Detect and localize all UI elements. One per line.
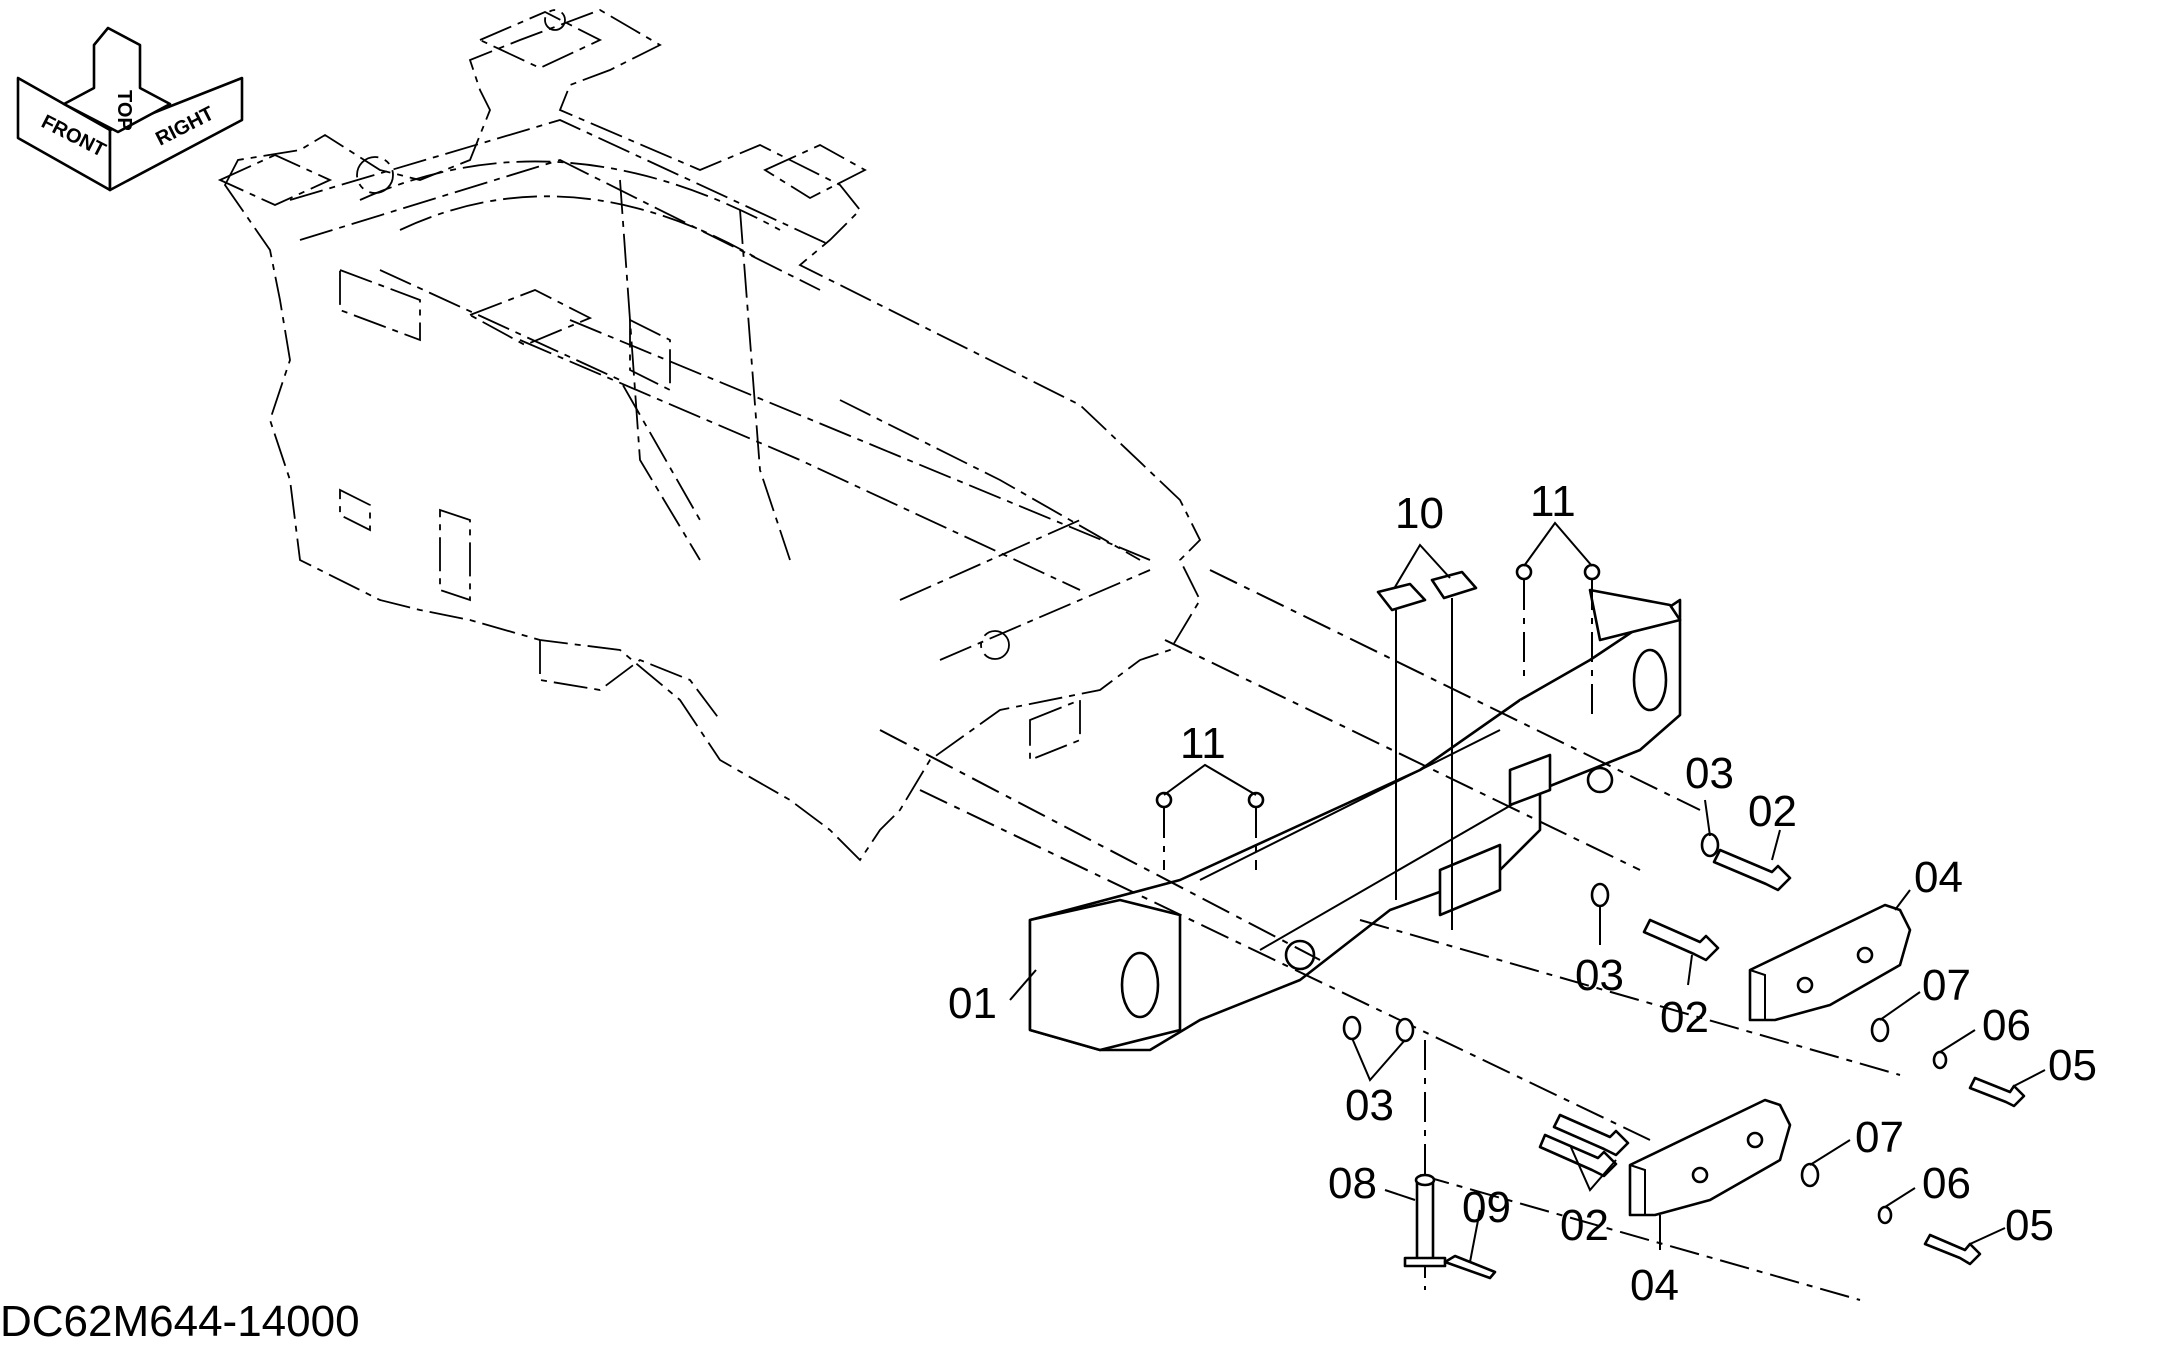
part-11-fittings — [1155, 563, 1601, 870]
callout-02: 02 — [1748, 787, 1797, 836]
drawing-number: DC62M644-14000 — [0, 1297, 360, 1345]
callout-03: 03 — [1575, 951, 1624, 1000]
part-04-weights — [1628, 903, 1912, 1217]
orientation-marker: TOP FRONT RIGHT — [16, 26, 244, 192]
callout-03: 03 — [1685, 749, 1734, 798]
callout-11: 11 — [1530, 477, 1576, 526]
part-10-plugs — [1376, 570, 1478, 930]
fasteners — [1342, 832, 2026, 1266]
callout-04: 04 — [1914, 853, 1963, 902]
leader-lines — [1009, 521, 2046, 1263]
callout-10: 10 — [1395, 489, 1444, 538]
main-frame — [217, 9, 1202, 862]
callout-03: 03 — [1345, 1081, 1394, 1130]
callout-02: 02 — [1660, 993, 1709, 1042]
callout-06: 06 — [1922, 1159, 1971, 1208]
callout-07: 07 — [1855, 1113, 1904, 1162]
orientation-top-label: TOP — [113, 90, 135, 131]
callout-06: 06 — [1982, 1001, 2031, 1050]
callout-01: 01 — [948, 979, 997, 1028]
part-08-pin-09-clip — [1403, 1173, 1497, 1280]
callout-05: 05 — [2048, 1041, 2097, 1090]
callout-07: 07 — [1922, 961, 1971, 1010]
callout-11: 11 — [1180, 719, 1226, 768]
callout-05: 05 — [2005, 1201, 2054, 1250]
callout-04: 04 — [1630, 1261, 1679, 1310]
assembly-axes — [879, 569, 1901, 1301]
callout-08: 08 — [1328, 1159, 1377, 1208]
callout-02: 02 — [1560, 1201, 1609, 1250]
callout-09: 09 — [1462, 1183, 1511, 1232]
callout-labels: 01 02 02 02 03 03 03 04 04 05 05 06 06 0… — [948, 477, 2097, 1310]
